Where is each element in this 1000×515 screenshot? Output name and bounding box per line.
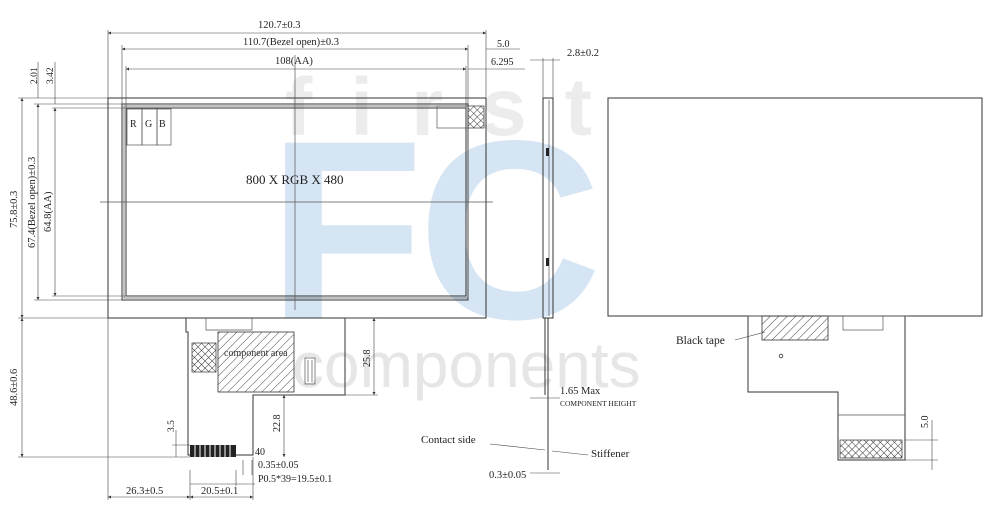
back-outline (607, 97, 983, 317)
resolution-label: 800 X RGB X 480 (246, 172, 344, 187)
module-outline (107, 97, 487, 319)
dim-25-8: 25.8 (362, 350, 373, 368)
dim-pitch: P0.5*39=19.5±0.1 (258, 474, 332, 485)
pixel-label-g: G (145, 119, 152, 130)
dim-0-35: 0.35±0.05 (258, 460, 299, 471)
dim-22-8: 22.8 (272, 415, 283, 433)
front-view: R G B 800 X RGB X 480 120.7±0.3 110.7(Be… (9, 20, 525, 500)
crosshatch-pad (467, 105, 485, 129)
watermark: first FC components (268, 62, 641, 401)
back-view: Black tape 5.0 (607, 97, 983, 470)
component-area-label: component area (224, 348, 288, 359)
watermark-bottom-word: components (292, 329, 641, 401)
dim-2-01: 2.01 (30, 67, 40, 84)
fpc-tail: component area 40 (185, 318, 346, 458)
dim-overall-height: 75.8±0.3 (9, 191, 20, 228)
dim-48-6: 48.6±0.6 (9, 369, 20, 406)
component-height-label: COMPONENT HEIGHT (560, 399, 637, 408)
pixel-label-b: B (159, 119, 166, 130)
dim-fpc-thickness: 0.3±0.05 (489, 470, 526, 481)
contact-side-label: Contact side (421, 434, 476, 446)
dim-26-3: 26.3±0.5 (126, 486, 163, 497)
side-view: 2.8±0.2 1.65 Max COMPONENT HEIGHT Contac… (421, 48, 637, 481)
dim-thickness: 2.8±0.2 (567, 48, 599, 59)
dim-overall-width: 120.7±0.3 (258, 20, 301, 31)
fpc-checker-pad (191, 342, 217, 373)
watermark-big-letters: FC (268, 88, 596, 373)
back-contact-pins (839, 439, 903, 459)
dim-right-6295: 6.295 (491, 57, 514, 68)
dim-bezel-height: 67.4(Bezel open)±0.3 (27, 157, 38, 248)
component-area-box (217, 331, 295, 393)
black-tape (761, 315, 829, 341)
component-height-value: 1.65 Max (560, 386, 601, 397)
dim-3-42: 3.42 (46, 67, 56, 84)
contact-pins (190, 445, 236, 457)
dim-aa-width: 108(AA) (275, 56, 313, 67)
pin-count-label: 40 (255, 447, 265, 458)
dim-20-5: 20.5±0.1 (201, 486, 238, 497)
dim-back-5: 5.0 (920, 416, 931, 429)
dim-bezel-width: 110.7(Bezel open)±0.3 (243, 37, 339, 48)
pixel-rgb-boxes: R G B (126, 108, 172, 146)
dim-3-5: 3.5 (167, 420, 177, 432)
pixel-label-r: R (130, 119, 137, 130)
dim-right-5: 5.0 (497, 39, 510, 50)
black-tape-label: Black tape (676, 335, 725, 347)
dim-aa-height: 64.8(AA) (43, 191, 54, 232)
stiffener-label: Stiffener (591, 448, 630, 460)
